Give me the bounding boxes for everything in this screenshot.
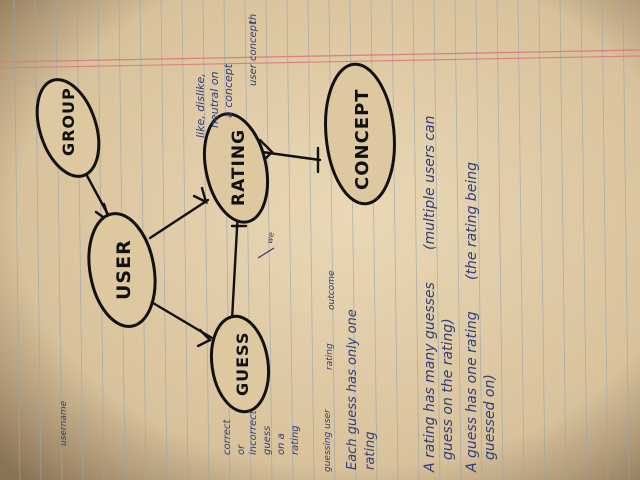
entity-guess: GUESS	[209, 314, 271, 414]
entity-user-ellipse	[87, 212, 157, 328]
note-guess-5: on a	[276, 433, 287, 455]
note-each-guess-2: rating	[363, 431, 378, 470]
table-header-outcome: outcome	[327, 270, 337, 310]
margin-lines	[0, 49, 640, 69]
note-user-concept: user concept	[248, 20, 259, 86]
note-user-concept-tail: th	[248, 14, 259, 24]
entity-rating: RATING	[203, 112, 269, 224]
note-username: username	[59, 400, 69, 446]
note-we: we	[265, 231, 276, 244]
note-guess-6: rating	[290, 425, 301, 455]
rule2-paren: (the rating being	[464, 162, 480, 280]
ruled-line	[454, 0, 462, 480]
note-guess-3: incorrect	[248, 409, 259, 455]
note-each-guess-1: Each guess has only one	[345, 309, 360, 470]
note-rating-attr-3: a concept	[222, 63, 235, 118]
relation-user-rating	[148, 198, 210, 240]
ruled-line	[76, 0, 84, 480]
margin-line-bottom	[0, 55, 640, 69]
rule1-line1: A rating has many guesses	[422, 282, 438, 473]
entity-group: GROUP	[35, 78, 101, 178]
note-rating-attr-1: like, dislike,	[194, 73, 207, 138]
ruled-line	[202, 0, 210, 480]
ruled-line	[622, 0, 630, 480]
entity-guess-label: GUESS	[233, 332, 252, 396]
ruled-line	[496, 0, 504, 480]
rule1-line2: guess on the rating)	[440, 318, 456, 460]
entity-group-label: GROUP	[59, 87, 78, 156]
entity-group-ellipse	[35, 78, 101, 178]
entity-rating-ellipse	[203, 112, 269, 224]
entity-concept: CONCEPT	[324, 62, 396, 206]
ruled-line	[601, 0, 609, 480]
ruled-line	[13, 0, 21, 480]
crowfoot-rating-user	[192, 186, 208, 205]
table-header-rating: rating	[325, 343, 335, 370]
ruled-line	[475, 0, 483, 480]
ruled-line	[328, 0, 336, 480]
note-guess-2: or	[236, 444, 247, 455]
ruled-line	[286, 0, 294, 480]
entity-rating-label: RATING	[229, 129, 249, 206]
relation-rating-guess	[230, 208, 240, 322]
entity-guess-ellipse	[209, 314, 271, 414]
ruled-line	[391, 0, 399, 480]
rule2-line1: A guess has one rating	[464, 311, 480, 473]
ruled-line	[559, 0, 567, 480]
rule2-line2: guessed on)	[482, 374, 498, 460]
table-header-guessing-user: guessing user	[323, 408, 333, 472]
ruled-line	[538, 0, 546, 480]
entity-user: USER	[87, 212, 157, 328]
ruled-line	[412, 0, 420, 480]
entity-concept-label: CONCEPT	[352, 88, 373, 190]
note-rating-attr-2: neutral on	[208, 71, 221, 128]
entity-concept-ellipse	[324, 62, 396, 206]
relationships	[83, 138, 322, 348]
margin-line-top	[0, 49, 640, 63]
ruled-line	[307, 0, 315, 480]
handwritten-notes: username like, dislike, neutral on a con…	[59, 14, 498, 473]
ruled-line	[265, 0, 273, 480]
note-guess-1: correct	[222, 419, 233, 455]
ruled-line	[433, 0, 441, 480]
ruled-line	[580, 0, 588, 480]
ruled-line	[517, 0, 525, 480]
ruled-line	[34, 0, 42, 480]
crowfoot-guess-user	[196, 328, 213, 348]
rule1-paren: (multiple users can	[422, 115, 438, 250]
entity-user-label: USER	[113, 239, 135, 300]
ruled-line	[181, 0, 189, 480]
note-guess-4: guess	[262, 426, 273, 455]
note-arrow	[257, 247, 275, 259]
ruled-line	[160, 0, 168, 480]
